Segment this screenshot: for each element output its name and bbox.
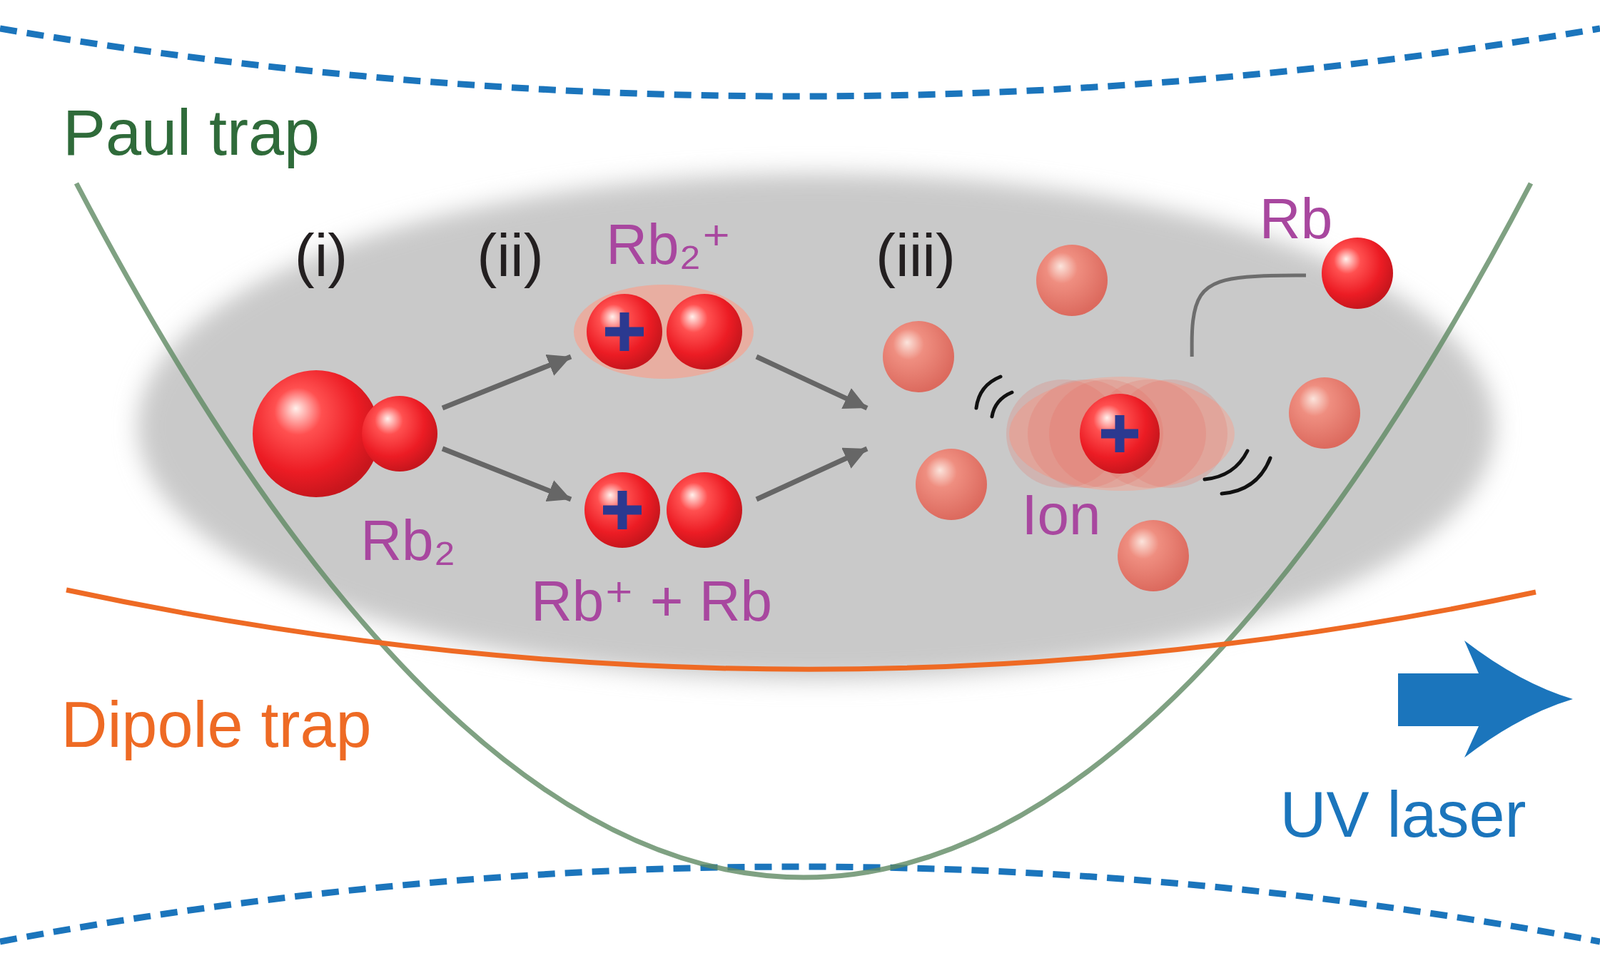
atom-sphere — [1036, 244, 1108, 317]
charge-halo — [573, 284, 754, 379]
paul-trap-potential — [76, 183, 1531, 878]
reaction-arrow — [442, 448, 571, 500]
molecular-ion-node: Rb₂⁺ — [570, 206, 757, 386]
ion-atom-pair-node: Rb⁺ + Rb — [570, 463, 757, 639]
molecule-node: Rb₂ — [249, 367, 443, 579]
species-label: Rb — [1259, 190, 1333, 248]
motion-mark — [1204, 451, 1248, 480]
atom-sphere — [666, 472, 743, 549]
reaction-arrow — [756, 356, 868, 409]
motion-mark — [991, 392, 1012, 417]
atom-sphere — [882, 321, 955, 393]
atom-sphere — [252, 370, 380, 498]
laser-beam-edge — [0, 28, 1600, 97]
connector-line — [1191, 275, 1306, 357]
atom-sphere — [1079, 393, 1160, 474]
species-label: Rb₂⁺ — [605, 216, 732, 274]
trapped-ion-node: Ion — [867, 356, 1242, 554]
atom-sphere — [586, 294, 663, 370]
laser-direction-arrow — [1398, 640, 1573, 758]
motion-mark — [1221, 458, 1271, 494]
atom-sphere — [1288, 377, 1361, 449]
step-number: (iii) — [875, 225, 956, 286]
step-number: (i) — [294, 225, 349, 286]
reaction-arrow — [756, 448, 868, 500]
species-label: Rb₂ — [360, 512, 456, 570]
escaping-atom-node: Rb — [1305, 178, 1399, 315]
dipole-trap-potential — [66, 590, 1536, 670]
laser-name: UV laser — [1279, 782, 1526, 848]
atom-sphere — [584, 472, 661, 549]
reaction-arrow — [442, 356, 571, 409]
atom-sphere — [1117, 520, 1189, 592]
trap-name: Dipole trap — [60, 692, 372, 758]
positive-charge-symbol — [605, 312, 644, 352]
atom-sphere — [666, 294, 743, 370]
species-label: Rb⁺ + Rb — [530, 573, 773, 631]
atom-sphere — [915, 448, 987, 521]
atom-sphere — [1321, 237, 1394, 310]
positive-charge-symbol — [1101, 415, 1139, 453]
trap-name: Paul trap — [62, 100, 320, 165]
positive-charge-symbol — [603, 490, 642, 530]
atom-sphere — [361, 396, 438, 472]
species-label: Ion — [1021, 486, 1101, 544]
step-number: (ii) — [476, 225, 544, 286]
atom-cloud — [137, 173, 1496, 681]
